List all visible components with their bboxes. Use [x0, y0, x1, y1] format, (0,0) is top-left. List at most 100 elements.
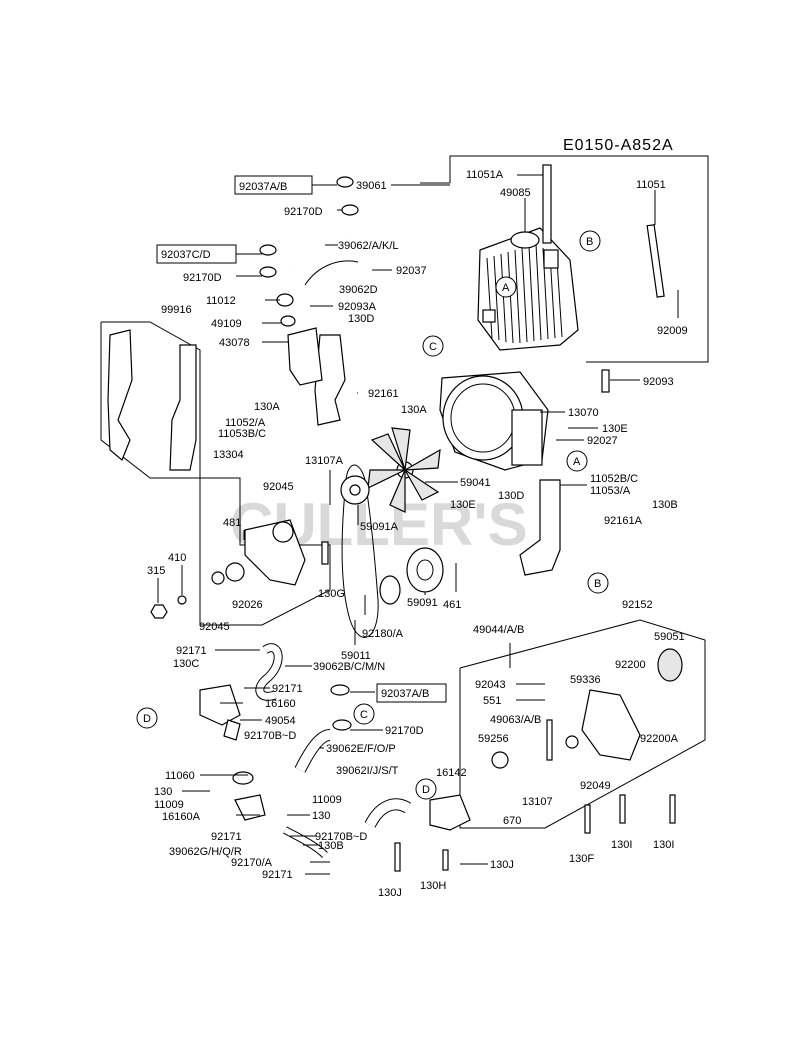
label-92045-2: 92045: [199, 621, 230, 633]
oil-pump-assembly: [394, 648, 683, 872]
label-59256: 59256: [478, 733, 509, 745]
callout-c-2: C: [353, 703, 375, 725]
label-92093: 92093: [643, 376, 674, 388]
label-92170bd-2: 92170B~D: [315, 831, 367, 843]
label-11052bc: 11052B/C: [590, 473, 638, 485]
callout-b-1: B: [579, 230, 601, 252]
label-59051: 59051: [654, 631, 685, 643]
label-11051: 11051: [636, 179, 666, 191]
radiator-inlet: [543, 249, 559, 269]
label-92037: 92037: [396, 265, 427, 277]
label-670: 670: [503, 815, 521, 827]
label-43078: 43078: [219, 337, 250, 349]
water-pump: [150, 519, 329, 619]
label-11051a: 11051A: [466, 169, 504, 181]
bracket-11051: [646, 224, 665, 298]
cooling-fan: [367, 427, 441, 513]
label-11060: 11060: [165, 770, 195, 782]
label-130e-2: 130E: [450, 499, 476, 511]
label-92049: 92049: [580, 780, 611, 792]
radiator-cap: [510, 231, 540, 249]
callout-b-2: B: [587, 572, 609, 594]
fan-shroud: [439, 371, 549, 471]
label-92043: 92043: [475, 679, 506, 691]
label-130g: 130G: [318, 588, 345, 600]
label-39061: 39061: [356, 180, 387, 192]
label-551: 551: [483, 695, 501, 707]
label-130e: 130E: [602, 423, 628, 435]
label-59011: 59011: [341, 650, 371, 662]
label-92170d-3: 92170D: [385, 725, 424, 737]
label-39062akl: 39062/A/K/L: [338, 240, 399, 252]
label-130h: 130H: [420, 880, 446, 892]
oilpump-group-box: [459, 619, 706, 829]
bracket-11051a: [542, 164, 552, 244]
label-130f: 130F: [569, 853, 594, 865]
label-92170a: 92170/A: [231, 857, 273, 869]
radiator-core-fins: [486, 243, 563, 344]
bracket-11052: [314, 334, 346, 426]
label-92152: 92152: [622, 599, 653, 611]
label-130a-2: 130A: [401, 404, 427, 416]
waterpump-bracket-box: [199, 477, 331, 626]
callout-c-1: C: [422, 335, 444, 357]
label-16160: 16160: [265, 698, 296, 710]
radiator-group-box: [420, 155, 709, 363]
thermostat-housing: [199, 684, 266, 821]
label-130d: 130D: [348, 313, 374, 325]
label-39062ijst: 39062I/J/S/T: [336, 765, 399, 777]
label-49044ab: 49044/A/B: [473, 624, 524, 636]
svg-text:C: C: [360, 709, 368, 721]
label-92171-2: 92171: [272, 683, 303, 695]
label-39062d: 39062D: [339, 284, 378, 296]
label-130b: 130B: [652, 499, 678, 511]
label-130-2: 130: [312, 810, 330, 822]
label-39062efop: 39062E/F/O/P: [326, 743, 396, 755]
label-92170bd: 92170B~D: [244, 730, 296, 742]
label-99916: 99916: [161, 304, 192, 316]
label-59091a: 59091A: [360, 521, 399, 533]
label-39062ghqr: 39062G/H/Q/R: [169, 846, 242, 858]
label-130b-2: 130B: [318, 840, 344, 852]
label-59091: 59091: [407, 597, 438, 609]
bracket-11052b: [519, 479, 561, 576]
label-13107: 13107: [522, 796, 553, 808]
label-92161: 92161: [368, 388, 399, 400]
plate-92093: [601, 369, 610, 393]
reserve-tank: [276, 293, 323, 386]
label-92037cd: 92037C/D: [161, 249, 211, 261]
label-box-92037ab-lower: [376, 683, 447, 703]
label-92161a: 92161A: [604, 515, 643, 527]
label-49054: 49054: [265, 715, 296, 727]
label-92200a: 92200A: [640, 733, 679, 745]
label-92037ab-2: 92037A/B: [381, 688, 429, 700]
bolt-130g: [321, 541, 329, 565]
callout-d-1: D: [136, 707, 158, 729]
diagram-code: E0150-A852A: [563, 137, 674, 154]
label-130i-2: 130I: [653, 839, 674, 851]
crank-pulley: [379, 547, 444, 605]
label-130a: 130A: [254, 401, 280, 413]
label-11052a: 11052/A: [225, 417, 266, 429]
hoses-lower: [255, 643, 412, 858]
radiator: [477, 164, 665, 393]
label-92171-3: 92171: [211, 831, 242, 843]
hoses-upper: [259, 176, 359, 286]
callout-a-2: A: [566, 450, 588, 472]
label-130c: 130C: [173, 658, 199, 670]
bracket-99916: [107, 329, 197, 471]
label-410: 410: [168, 552, 186, 564]
fan-belt: [340, 464, 379, 638]
label-130: 130: [154, 786, 172, 798]
label-49085: 49085: [500, 187, 531, 199]
label-92180a: 92180/A: [362, 628, 404, 640]
label-92027: 92027: [587, 435, 618, 447]
svg-text:A: A: [573, 456, 581, 468]
label-481: 481: [223, 517, 241, 529]
label-92009: 92009: [657, 325, 688, 337]
label-11012: 11012: [206, 295, 236, 307]
label-box-92037ab: [234, 175, 313, 195]
label-16160a: 16160A: [162, 811, 201, 823]
radiator-outlet: [482, 309, 496, 323]
